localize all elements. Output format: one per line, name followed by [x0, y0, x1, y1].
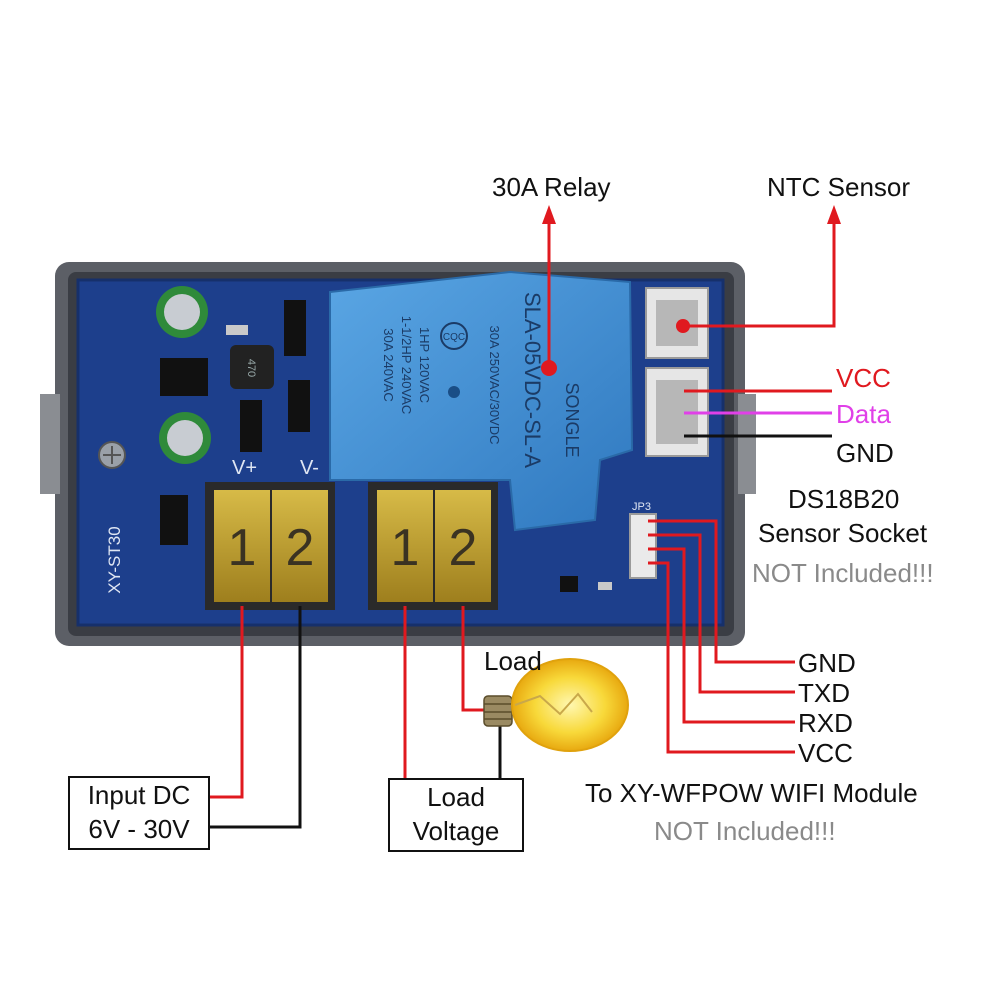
- capacitor-top-cap: [164, 294, 200, 330]
- load-voltage-line2: Voltage: [412, 816, 500, 846]
- wifi-not-included: NOT Included!!!: [654, 816, 836, 846]
- socket-not-included: NOT Included!!!: [752, 558, 934, 588]
- load-voltage-box: Load Voltage: [388, 778, 524, 852]
- relay-rating-1: 30A 250VAC/30VDC: [487, 326, 502, 445]
- wifi-rxd-label: RXD: [798, 708, 853, 738]
- ntc-sensor-label: NTC Sensor: [767, 172, 911, 202]
- relay-body: [329, 270, 634, 532]
- wifi-txd-wire: [648, 533, 795, 694]
- relay-rating-3: 1-1/2HP 240VAC: [399, 316, 414, 415]
- wifi-txd-label: TXD: [798, 678, 850, 708]
- smd-pad-1: [226, 325, 248, 335]
- diode-d4: [284, 300, 306, 356]
- terminal-power-cell-1: [214, 490, 270, 602]
- jp3-label: JP3: [632, 501, 651, 513]
- sensor-data-label: Data: [836, 399, 891, 429]
- diode-d3: [240, 400, 262, 452]
- input-dc-box: Input DC 6V - 30V: [68, 776, 210, 850]
- terminal-power-cell-2: [272, 490, 328, 602]
- relay-arrow-head: [542, 205, 556, 224]
- relay-model-text: SLA-05VDC-SL-A: [520, 292, 545, 468]
- terminal-power-pin-1: 1: [228, 519, 257, 577]
- ntc-pointer-wire: [683, 220, 836, 328]
- terminal-power-pin-2: 2: [286, 519, 315, 577]
- load-red-wire: [461, 606, 490, 712]
- inductor-label: 470: [245, 359, 257, 377]
- input-positive-wire: [210, 606, 244, 799]
- bulb-glass: [511, 658, 629, 752]
- capacitor-bottom-cap: [167, 420, 203, 456]
- ntc-pointer-dot: [676, 319, 690, 333]
- relay-cqc-mark: [440, 322, 468, 350]
- terminal-load-cell-1: [377, 490, 433, 602]
- relay-label: 30A Relay: [492, 172, 611, 202]
- relay-cqc-text: CQC: [443, 332, 465, 343]
- terminal-load-pin-1: 1: [391, 519, 420, 577]
- wifi-gnd-label: GND: [798, 648, 856, 678]
- terminal-vplus-label: V+: [232, 457, 257, 479]
- relay-rating-2: 1HP 120VAC: [417, 327, 432, 403]
- sensor-gnd-label: GND: [836, 438, 894, 468]
- load-voltage-line1: Load: [427, 782, 485, 812]
- sensor-vcc-label: VCC: [836, 363, 891, 393]
- wifi-gnd-wire: [648, 519, 795, 664]
- transistor-q2: [560, 576, 578, 592]
- ntc-arrow-head: [827, 205, 841, 224]
- socket-title-line1: DS18B20: [788, 484, 900, 514]
- relay-brand-text: SONGLE: [562, 382, 582, 457]
- socket-title-line2: Sensor Socket: [758, 518, 928, 548]
- relay-rating-4: 30A 240VAC: [381, 328, 396, 401]
- bulb-filament: [514, 692, 593, 716]
- inductor: [230, 345, 274, 389]
- input-negative-wire: [210, 606, 302, 829]
- wifi-vcc-label: VCC: [798, 738, 853, 768]
- side-tab-right: [738, 394, 756, 494]
- relay-hole: [448, 386, 460, 398]
- terminal-load-pin-2: 2: [449, 519, 478, 577]
- smd-r3: [598, 582, 612, 590]
- diode-d1: [288, 380, 310, 432]
- jp3-header: [629, 513, 657, 579]
- terminal-load-cell-2: [435, 490, 491, 602]
- wifi-module-label: To XY-WFPOW WIFI Module: [585, 778, 918, 808]
- relay-pointer-dot: [541, 360, 557, 376]
- input-dc-line1: Input DC: [87, 780, 191, 810]
- board-model-label: XY-ST30: [105, 526, 124, 593]
- wifi-rxd-wire: [648, 547, 795, 724]
- terminal-vminus-label: V-: [300, 457, 319, 479]
- wifi-vcc-wire: [648, 561, 795, 754]
- diode-d2: [160, 495, 188, 545]
- load-label: Load: [484, 646, 542, 676]
- pcb-shade: [76, 278, 725, 627]
- input-dc-line2: 6V - 30V: [88, 814, 190, 844]
- ic-chip: [160, 358, 208, 396]
- bulb-base: [483, 695, 513, 727]
- side-tab-left: [40, 394, 60, 494]
